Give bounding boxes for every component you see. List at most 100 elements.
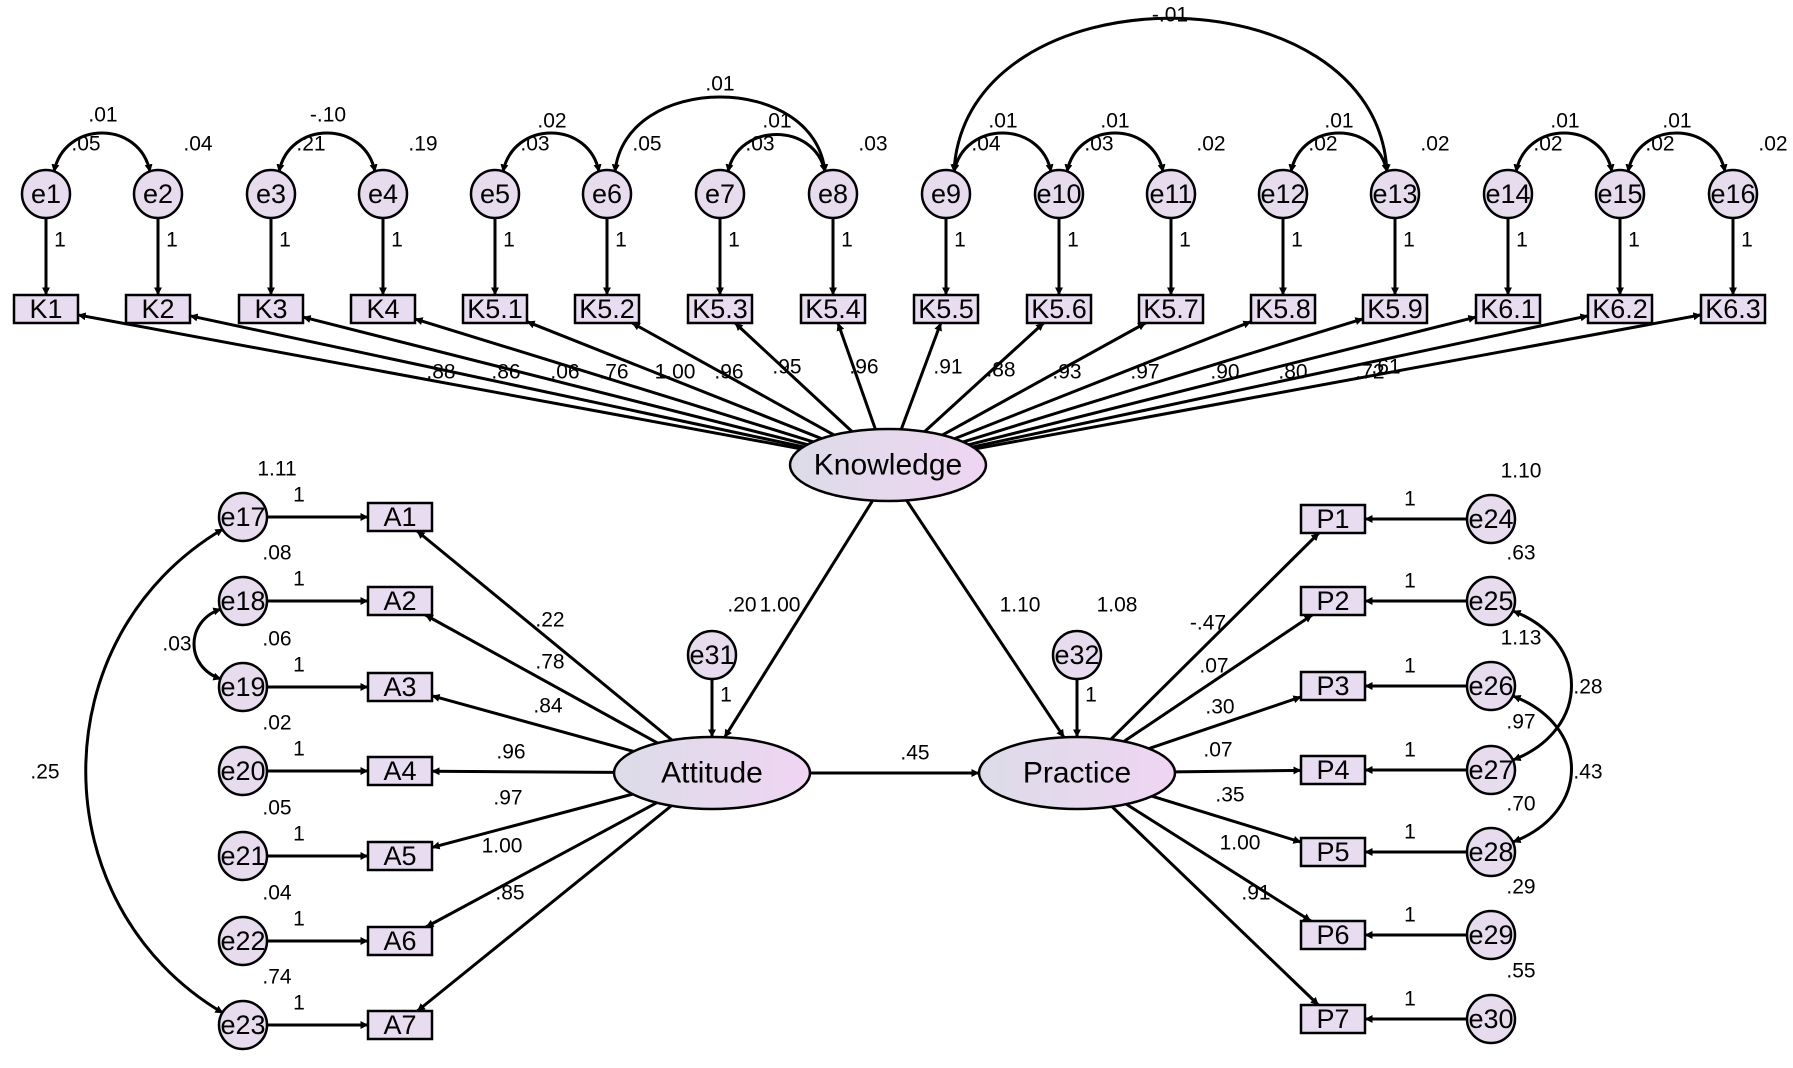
covariance-label-e12-e13: .01 xyxy=(1324,110,1353,133)
error-e13-label: e13 xyxy=(1372,179,1417,209)
loading-a6: 1.00 xyxy=(482,835,523,858)
fixed-weight-k6-3: 1 xyxy=(1741,229,1753,252)
loading-k5-7: .88 xyxy=(986,359,1015,382)
loading-a5: .97 xyxy=(493,787,522,810)
loading-k5-3: .96 xyxy=(714,361,743,384)
error-e14 xyxy=(1482,168,1534,220)
indicator-k6-2-label: K6.2 xyxy=(1592,294,1648,324)
latent-attitude-label: Attitude xyxy=(661,757,763,790)
variance-e6: .05 xyxy=(632,133,661,156)
variance-e32: 1.08 xyxy=(1097,594,1138,617)
indicator-k5-7-label: K5.7 xyxy=(1143,294,1199,324)
indicator-k5-3-label: K5.3 xyxy=(692,294,748,324)
loading-path-p4 xyxy=(1174,766,1302,775)
loading-a1: .22 xyxy=(535,609,564,632)
error-e20-label: e20 xyxy=(220,756,265,786)
indicator-a1 xyxy=(366,501,434,533)
loading-k5-9: .97 xyxy=(1130,361,1159,384)
error-e7-label: e7 xyxy=(705,179,735,209)
fixed-weight-k5-6: 1 xyxy=(1067,229,1079,252)
error-e25 xyxy=(1465,575,1517,627)
variance-e17: 1.11 xyxy=(257,458,296,481)
indicator-k5-2-label: K5.2 xyxy=(579,294,635,324)
indicator-p6-label: P6 xyxy=(1316,920,1349,950)
indicator-k5-1 xyxy=(461,293,529,325)
covariance-label-e15-e16: .01 xyxy=(1662,110,1691,133)
error-e16-label: e16 xyxy=(1710,179,1755,209)
fixed-weight-k5-5: 1 xyxy=(954,229,966,252)
error-e19-label: e19 xyxy=(220,672,265,702)
fixed-weight-a5: 1 xyxy=(293,823,305,846)
covariance-e18-e19 xyxy=(192,607,222,681)
variance-e22: .04 xyxy=(262,882,292,905)
fixed-weight-p5: 1 xyxy=(1404,821,1416,844)
error-e4 xyxy=(357,168,409,220)
disturbance-e32-label: e32 xyxy=(1054,640,1099,670)
variance-e4: .19 xyxy=(408,133,437,156)
loading-k6-3: .72 xyxy=(1355,361,1384,384)
error-e25-label: e25 xyxy=(1468,586,1513,616)
error-e4-label: e4 xyxy=(368,179,398,209)
indicator-p4-label: P4 xyxy=(1316,755,1349,785)
indicator-a6 xyxy=(366,925,434,957)
covariance-label-e17-e23: .25 xyxy=(30,761,59,784)
error-e16 xyxy=(1707,168,1759,220)
indicator-k3-label: K3 xyxy=(254,294,287,324)
indicator-k5-1-label: K5.1 xyxy=(467,294,523,324)
variance-e21: .05 xyxy=(262,797,291,820)
fixed-weight-a3: 1 xyxy=(293,654,305,677)
covariance-e14-e15 xyxy=(1513,131,1615,173)
variance-e25: .63 xyxy=(1506,542,1535,565)
fixed-weight-k5-1: 1 xyxy=(503,229,515,252)
error-e14-label: e14 xyxy=(1485,179,1530,209)
indicator-k3 xyxy=(237,293,305,325)
indicator-k5-3 xyxy=(686,293,754,325)
loading-p3: .30 xyxy=(1205,696,1234,719)
loading-path-p3 xyxy=(1148,695,1302,750)
loading-path-k5-3 xyxy=(734,321,853,433)
error-e30-label: e30 xyxy=(1468,1004,1513,1034)
indicator-k5-5 xyxy=(912,293,980,325)
disturbance-e31 xyxy=(686,629,738,681)
indicator-k5-5-label: K5.5 xyxy=(918,294,974,324)
disturbance-e32 xyxy=(1051,629,1103,681)
covariance-label-e7-e8: .01 xyxy=(762,110,791,133)
fixed-weight-p6: 1 xyxy=(1404,904,1416,927)
indicator-p6 xyxy=(1299,919,1367,951)
structural-label-knowledge-practice: 1.10 xyxy=(1000,594,1041,617)
fixed-weight-a1: 1 xyxy=(293,484,305,507)
fixed-weight-k6-1: 1 xyxy=(1516,229,1528,252)
loading-a7: .85 xyxy=(495,882,524,905)
indicator-a3-label: A3 xyxy=(383,672,416,702)
covariance-e3-e4 xyxy=(276,131,378,173)
variance-e28: .70 xyxy=(1506,793,1535,816)
variance-e3: .21 xyxy=(296,133,325,156)
fixed-weight-a2: 1 xyxy=(293,568,305,591)
variance-e27: .97 xyxy=(1506,711,1535,734)
error-e12-label: e12 xyxy=(1260,179,1305,209)
structural-path-knowledge-practice xyxy=(905,499,1066,739)
indicator-k5-8 xyxy=(1249,293,1317,325)
error-e23-label: e23 xyxy=(220,1010,265,1040)
indicator-a3 xyxy=(366,671,434,703)
indicator-p3 xyxy=(1299,670,1367,702)
error-e9-label: e9 xyxy=(931,179,961,209)
loading-path-k5-6 xyxy=(923,321,1045,433)
error-e22 xyxy=(217,915,269,967)
loading-k5-4: .95 xyxy=(772,356,801,379)
variance-e7: .03 xyxy=(745,133,774,156)
latent-knowledge xyxy=(788,427,988,503)
indicator-k6-2 xyxy=(1586,293,1654,325)
loading-label-extra: .61 xyxy=(1371,356,1400,379)
loading-path-k5-8 xyxy=(954,320,1252,441)
error-e11 xyxy=(1145,168,1197,220)
fixed-weight-p3: 1 xyxy=(1404,655,1416,678)
covariance-label-e6-e8: .01 xyxy=(705,73,734,96)
covariance-label-e25-e27: .28 xyxy=(1573,676,1602,699)
indicator-a7 xyxy=(366,1009,434,1041)
fixed-weight-a4: 1 xyxy=(293,738,305,761)
indicator-p7 xyxy=(1299,1003,1367,1035)
indicator-k4 xyxy=(349,293,417,325)
indicator-k5-8-label: K5.8 xyxy=(1255,294,1311,324)
